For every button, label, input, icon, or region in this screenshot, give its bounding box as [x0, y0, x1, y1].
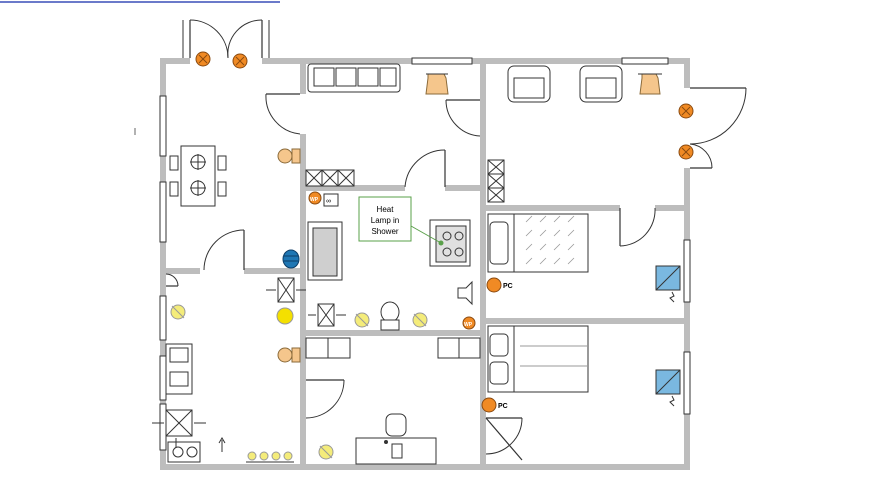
window-icon — [683, 239, 691, 303]
door-icon — [182, 19, 270, 59]
door-icon — [689, 87, 747, 169]
bed-icon — [487, 213, 589, 273]
window-icon — [159, 295, 167, 341]
door-icon — [445, 99, 481, 137]
window-icon — [683, 351, 691, 415]
tv-icon — [655, 369, 681, 407]
ceiling-light-icon — [195, 51, 211, 67]
callout-line-1: Heat — [377, 205, 395, 214]
sofa-icon — [307, 63, 401, 93]
lights — [170, 51, 694, 463]
ceiling-light-icon — [412, 312, 428, 328]
armchair-icon — [507, 65, 551, 103]
door-icon — [265, 93, 301, 135]
cabinet-column — [487, 159, 505, 203]
window-icon — [621, 57, 669, 65]
wall-light-icon — [277, 148, 301, 164]
counter — [305, 337, 481, 359]
ceiling-light-icon — [678, 144, 694, 160]
exhaust-fan-icon — [282, 249, 300, 269]
window-icon — [159, 95, 167, 157]
shower — [165, 409, 193, 437]
door-icon — [165, 273, 179, 287]
motion-sensor-icon — [266, 277, 306, 303]
window-icon — [411, 57, 473, 65]
doors — [165, 19, 747, 461]
cabinet-row — [305, 169, 355, 187]
stove-icon — [167, 441, 201, 463]
svg-text:∞: ∞ — [326, 198, 331, 205]
lamp-icon — [425, 73, 449, 95]
ceiling-light-icon — [678, 103, 694, 119]
window-icon — [159, 403, 167, 451]
dining-table — [169, 145, 227, 207]
window-icon — [159, 355, 167, 401]
stove-icon — [190, 154, 206, 196]
wp-label: WP — [464, 322, 473, 328]
tv-icon — [655, 265, 681, 303]
desk — [355, 413, 437, 465]
door-icon — [485, 417, 523, 461]
walls — [160, 58, 690, 470]
pc-label: PC — [503, 283, 513, 290]
armchair-icon — [579, 65, 623, 103]
arrow-icon — [152, 422, 226, 452]
door-icon — [305, 379, 345, 419]
outlet-icon — [486, 277, 502, 293]
door-icon — [619, 207, 656, 247]
vanity-lights — [246, 451, 294, 463]
callout-line-2: Lamp in — [371, 216, 399, 225]
windows — [159, 57, 691, 451]
pc-label: PC — [498, 403, 508, 410]
door-icon — [404, 149, 446, 188]
lamp-icon — [638, 73, 662, 95]
speaker-icon — [457, 280, 473, 306]
sink-icon — [165, 343, 193, 395]
heat-lamp-callout: Heat Lamp in Shower — [358, 196, 444, 246]
bathtub — [307, 221, 343, 281]
outlet-icon — [308, 191, 322, 205]
ceiling-light-icon — [276, 307, 294, 325]
ceiling-light-icon — [318, 444, 334, 460]
toilet-icon — [380, 301, 400, 331]
wp-label: WP — [310, 197, 319, 203]
ceiling-light-icon — [170, 304, 186, 320]
wall-light-icon — [277, 347, 301, 363]
callout-line-3: Shower — [371, 227, 398, 236]
motion-sensor-icon — [308, 303, 346, 327]
outlet-icon — [462, 316, 476, 330]
door-icon — [203, 229, 245, 271]
bed-icon — [487, 325, 589, 393]
outlet-icon — [481, 397, 497, 413]
ceiling-light-icon — [354, 312, 370, 328]
stove-icon — [429, 219, 471, 267]
window-icon — [159, 181, 167, 243]
ceiling-light-icon — [232, 53, 248, 69]
